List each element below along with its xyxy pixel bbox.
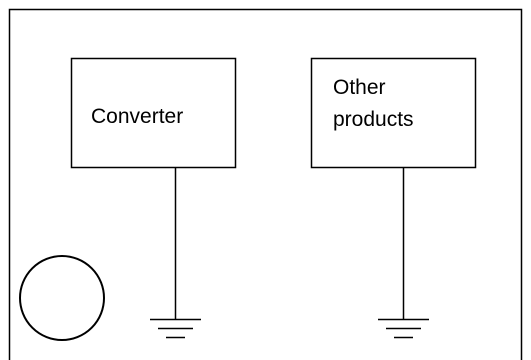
converter-box [70,57,237,169]
converter-ground-symbol-icon [150,318,201,339]
other-products-line1: Other [333,76,386,99]
converter-label: Converter [91,105,184,128]
outer-frame [8,8,523,360]
circle-icon [19,255,105,341]
other-ground-symbol-icon [378,318,429,339]
other-products-box [310,57,477,169]
other-products-line2: products [333,108,414,131]
other-products-label: Other products [333,72,414,136]
